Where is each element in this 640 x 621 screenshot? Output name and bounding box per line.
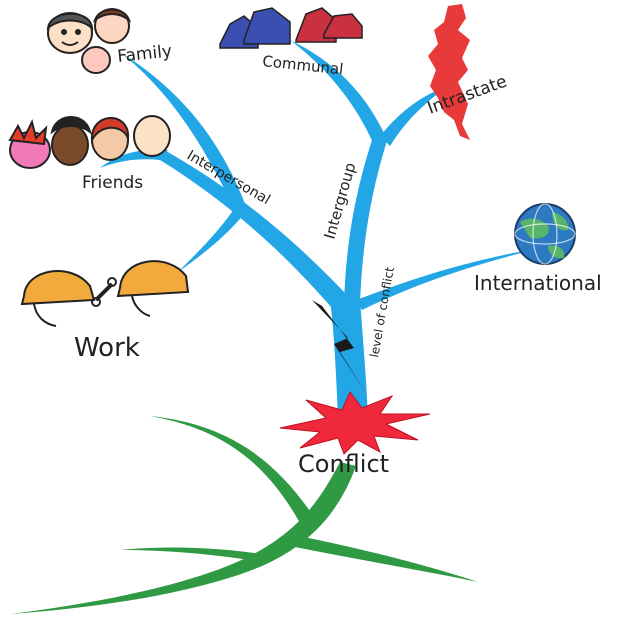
label-international: International [474,271,602,295]
lightning-bolt-icon [312,300,368,396]
branches [100,40,540,420]
trunk [330,298,368,420]
branch-communal [290,40,388,150]
root-right [290,536,478,582]
branch-work [178,206,244,272]
label-work: Work [74,333,140,363]
work-helmets-icon [20,260,190,327]
branch-intrastate [380,86,448,146]
branch-international [356,248,540,310]
family-faces-icon [46,8,132,74]
root-left-upper [150,416,312,523]
label-friends: Friends [82,173,143,193]
branch-family [120,52,246,212]
wrench-icon [94,282,114,302]
intergroup-limb [344,140,386,304]
friends-faces-icon [8,115,171,169]
communal-houses-icon [219,7,363,49]
intrastate-map-icon [428,4,470,140]
root-small-left [150,566,232,596]
label-communal: Communal [262,52,345,78]
explosion-icon [279,391,431,455]
label-level-of-conflict: level of conflict [367,266,397,359]
globe-icon [514,203,576,265]
interpersonal-limb [140,140,348,308]
roots [10,416,478,614]
root-lower-left [120,547,272,562]
label-family: Family [116,41,172,67]
label-conflict: Conflict [298,450,389,478]
